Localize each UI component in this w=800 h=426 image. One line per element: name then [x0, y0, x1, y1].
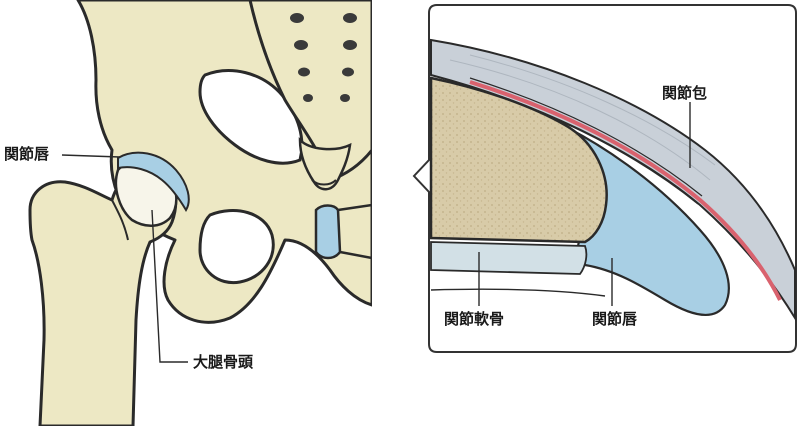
sacral-foramen — [343, 13, 357, 23]
leader-labrum-left — [61, 154, 121, 158]
label-joint-capsule: 関節包 — [660, 84, 710, 102]
sacral-foramen — [290, 13, 304, 23]
sacral-foramen — [298, 67, 310, 77]
sacral-foramen — [342, 67, 354, 77]
sciatic-notch — [198, 69, 304, 165]
sacral-foramen — [303, 94, 313, 102]
obturator-foramen — [198, 209, 275, 285]
coccyx — [298, 136, 352, 191]
sacral-foramen — [343, 40, 357, 50]
pelvis-illustration — [28, 0, 372, 426]
label-labrum-right: 関節唇 — [592, 310, 638, 328]
synovial-layer — [469, 80, 782, 301]
acetabular-labrum — [117, 151, 190, 212]
femur — [28, 167, 178, 426]
sacral-foramen — [340, 94, 350, 102]
label-femoral-head: 大腿骨頭 — [193, 353, 254, 371]
articular-cartilage — [430, 241, 588, 275]
sacrum — [248, 0, 372, 182]
pubic-symphysis — [314, 204, 342, 260]
inset-panel — [412, 4, 797, 353]
sacral-foramen — [294, 40, 308, 50]
label-labrum-left: 関節唇 — [2, 145, 52, 163]
leader-femoral-head — [151, 209, 188, 363]
acetabulum-bone — [429, 76, 608, 244]
label-articular-cartilage: 関節軟骨 — [444, 310, 505, 328]
